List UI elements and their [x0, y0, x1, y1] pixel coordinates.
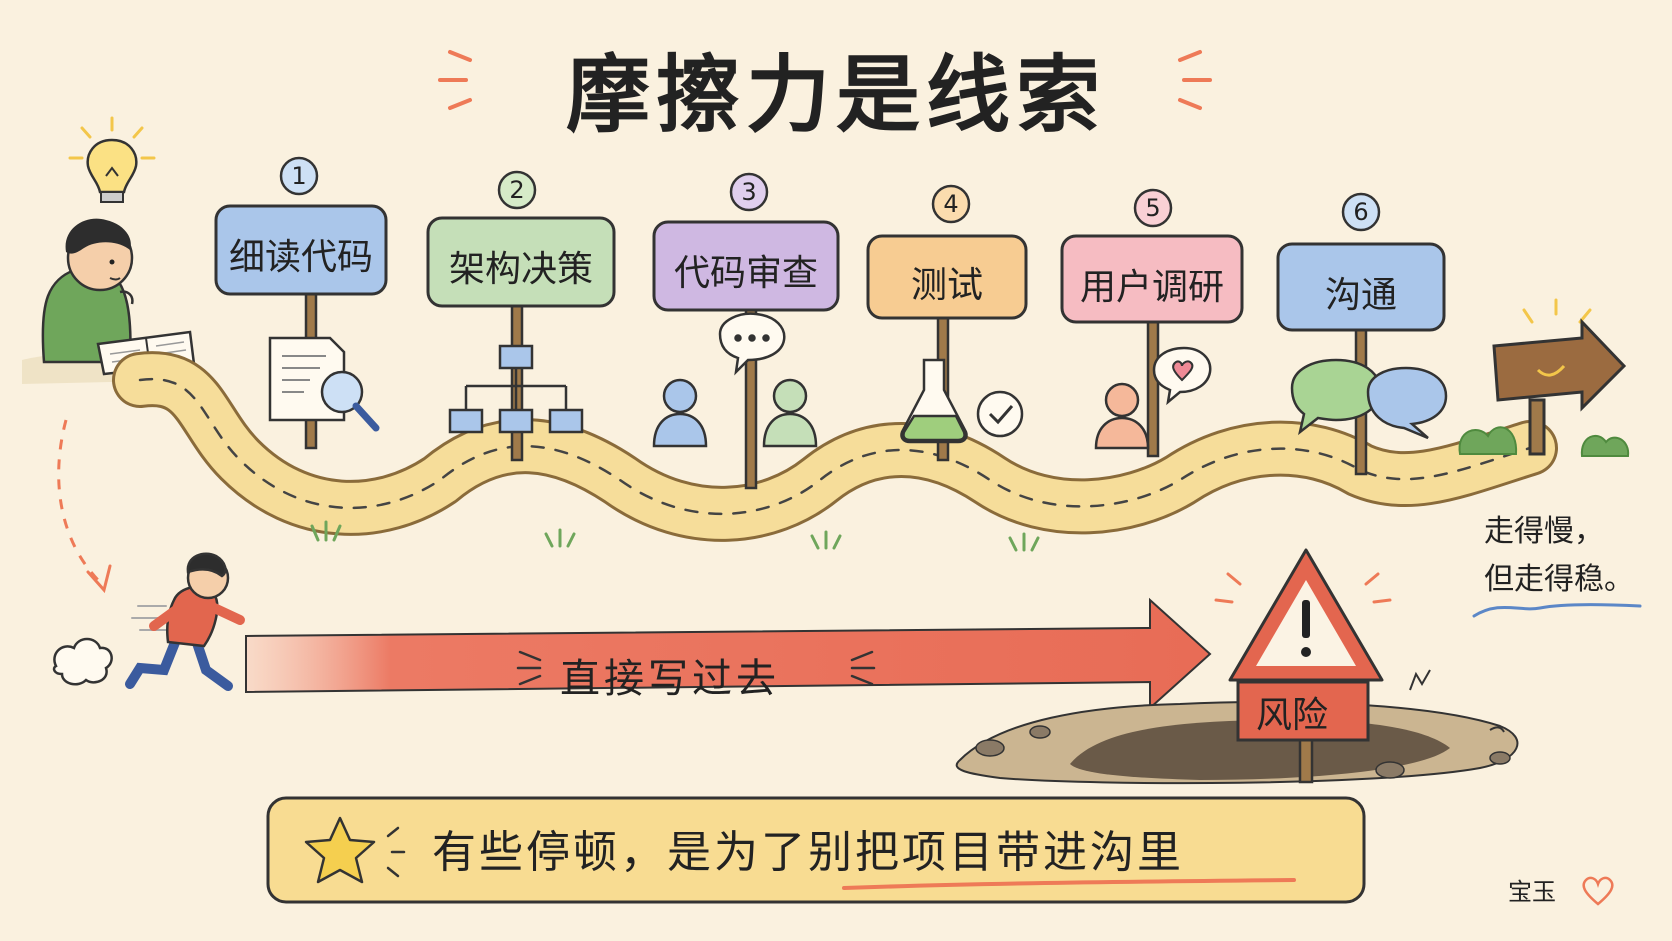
warning-sign: [1214, 548, 1392, 784]
sign-board-3: [652, 220, 840, 312]
takeaway-box: [266, 796, 1366, 904]
sign-boards: [214, 204, 1446, 332]
sign-board-2: [426, 216, 616, 308]
sign-board-5: [1060, 234, 1244, 324]
destination-arrow-sign: [1458, 298, 1630, 457]
step-number-4: 4: [943, 190, 959, 218]
page-title: 摩擦力是线索: [565, 46, 1106, 144]
step-label-4: 测试: [910, 265, 983, 306]
grass-tufts: [310, 520, 1040, 552]
sign-board-1: [214, 204, 388, 296]
title-spark-right-icon: [1178, 50, 1212, 110]
step-label-3: 代码审查: [673, 253, 818, 294]
step-label-2: 架构决策: [448, 249, 593, 290]
step-number-1: 1: [291, 162, 307, 190]
step-number-5: 5: [1145, 194, 1161, 222]
number-badges: [279, 156, 1381, 232]
winding-road: [112, 351, 1558, 542]
step-number-6: 6: [1353, 198, 1369, 226]
sign-board-6: [1276, 242, 1446, 332]
signature: 宝玉: [1508, 878, 1556, 906]
lightbulb-icon: [68, 116, 156, 203]
document-magnifier-icon: [268, 336, 380, 432]
step-label-5: 用户调研: [1079, 267, 1224, 308]
user-heart-icon: [1094, 346, 1212, 450]
risk-label: 风险: [1255, 695, 1328, 736]
step-label-1: 细读代码: [228, 237, 373, 278]
star-icon: [304, 816, 406, 884]
sign-board-4: [866, 234, 1028, 320]
note-underline: [1472, 603, 1642, 618]
dashed-fall-arrow-icon: [57, 419, 112, 594]
hierarchy-diagram-icon: [448, 344, 584, 434]
shortcut-arrow: [245, 597, 1212, 711]
risk-board: [1236, 680, 1370, 742]
heart-icon: [1582, 876, 1614, 906]
reading-person-icon: [41, 218, 196, 376]
takeaway-text: 有些停顿，是为了别把项目带进沟里: [432, 827, 1184, 878]
side-note: 走得慢， 但走得稳。: [1484, 508, 1634, 604]
shortcut-label: 直接写过去: [560, 656, 780, 702]
side-note-line-2: 但走得稳。: [1484, 562, 1634, 597]
chat-bubbles-icon: [1290, 358, 1448, 440]
people-discussion-icon: [652, 312, 818, 448]
flask-check-icon: [900, 358, 1024, 444]
side-note-line-1: 走得慢，: [1484, 514, 1604, 549]
step-label-6: 沟通: [1324, 275, 1397, 316]
step-number-3: 3: [741, 178, 757, 206]
running-person-icon: [52, 552, 245, 691]
title-spark-left-icon: [438, 50, 472, 110]
step-number-2: 2: [509, 176, 525, 204]
